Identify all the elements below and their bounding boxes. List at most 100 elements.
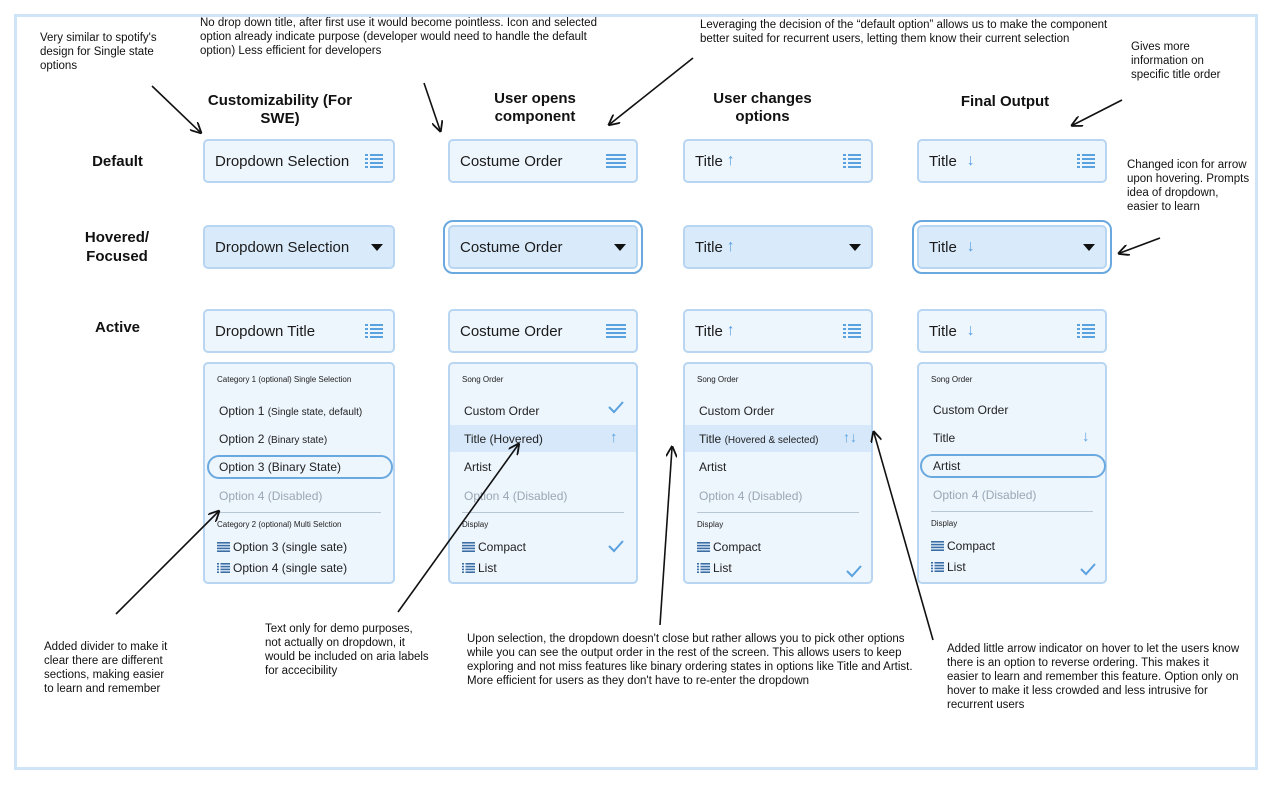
menu-option-disabled: Option 4 (Disabled)	[464, 489, 568, 503]
option-label: List	[713, 561, 732, 575]
menu-option-disabled: Option 4 (Disabled)	[699, 489, 803, 503]
annotation-more-info: Gives more information on specific title…	[1131, 41, 1221, 81]
row-header-default: Default	[92, 153, 143, 170]
list-lines-icon	[843, 324, 861, 338]
arrow-demo-text	[397, 445, 518, 613]
column-header-customizability: Customizability (For SWE)	[207, 92, 353, 127]
menu-option-hovered-selected[interactable]: Title (Hovered & selected)	[699, 432, 819, 446]
arrow-spotify	[151, 85, 200, 132]
annotation-little-arrow: Added little arrow indicator on hover to…	[947, 643, 1240, 711]
menu-option[interactable]: List	[462, 561, 497, 575]
compact-lines-icon	[217, 542, 230, 552]
check-icon	[1080, 563, 1096, 576]
menu-option[interactable]: Option 1 (Single state, default)	[219, 404, 362, 418]
arrow-selection	[659, 448, 672, 626]
menu-option-focused[interactable]: Option 3 (Binary State)	[219, 460, 342, 474]
option-note: (Binary state)	[267, 435, 328, 446]
menu-option-selected[interactable]: Custom Order	[464, 404, 540, 418]
dropdown-label: Title	[695, 322, 723, 340]
dropdown-label: Title	[929, 152, 957, 170]
check-icon	[608, 540, 624, 553]
option-label: Compact	[478, 540, 527, 554]
arrow-down-icon: ↓	[966, 238, 975, 255]
arrow-up-icon: ↑	[610, 429, 618, 446]
caret-down-icon	[1083, 243, 1095, 251]
check-icon	[846, 565, 862, 578]
menu-divider	[462, 512, 624, 513]
menu-option[interactable]: Option 3 (single sate)	[217, 540, 347, 554]
menu-option[interactable]: Custom Order	[699, 404, 775, 418]
category-label: Display	[931, 519, 958, 528]
arrow-up-icon: ↑	[726, 238, 735, 255]
option-label: Option 2	[219, 432, 265, 446]
menu-option[interactable]: Option 2 (Binary state)	[219, 432, 327, 446]
menu-divider	[217, 512, 381, 513]
dropdown-active-user-changes[interactable]: Title ↑	[683, 309, 873, 353]
dropdown-hovered-user-changes[interactable]: Title ↑	[683, 225, 873, 269]
menu-option[interactable]: Artist	[464, 460, 492, 474]
compact-lines-icon	[697, 542, 710, 552]
dropdown-default-final-output[interactable]: Title ↓	[917, 139, 1107, 183]
menu-lines-icon	[606, 154, 626, 168]
arrow-down-icon: ↓	[966, 152, 975, 169]
dropdown-default-user-changes[interactable]: Title ↑	[683, 139, 873, 183]
hovered-row	[450, 425, 636, 452]
list-lines-icon	[931, 562, 944, 572]
dropdown-active-final-output[interactable]: Title ↓	[917, 309, 1107, 353]
category-label: Display	[697, 520, 724, 529]
compact-lines-icon	[462, 542, 475, 552]
reverse-order-arrows-icon[interactable]: ↑↓	[843, 429, 857, 445]
arrow-divider	[115, 512, 218, 615]
dropdown-menu-user-changes: Song Order Custom Order Title (Hovered &…	[683, 362, 873, 584]
menu-option[interactable]: Compact	[697, 540, 761, 554]
menu-option[interactable]: Option 4 (single sate)	[217, 561, 347, 575]
dropdown-default-user-opens[interactable]: Costume Order	[448, 139, 638, 183]
category-label: Song Order	[697, 375, 739, 384]
menu-option-focused[interactable]: Artist	[933, 459, 961, 473]
arrow-up-icon: ↑	[726, 322, 735, 339]
caret-down-icon	[371, 243, 383, 251]
option-label: Compact	[947, 539, 996, 553]
dropdown-label: Costume Order	[460, 322, 563, 340]
menu-option[interactable]: Custom Order	[933, 403, 1009, 417]
list-lines-icon	[365, 154, 383, 168]
list-lines-icon	[217, 563, 230, 573]
dropdown-label: Dropdown Selection	[215, 152, 350, 170]
option-note: (Hovered & selected)	[724, 435, 819, 446]
dropdown-focused-user-opens[interactable]: Costume Order	[443, 220, 643, 274]
list-lines-icon	[1077, 324, 1095, 338]
menu-option-selected[interactable]: List	[931, 560, 966, 574]
dropdown-active-user-opens[interactable]: Costume Order	[448, 309, 638, 353]
arrow-changed-icon	[1120, 237, 1161, 253]
menu-option[interactable]: Compact	[931, 539, 995, 553]
dropdown-menu-user-opens: Song Order Custom Order Title (Hovered) …	[448, 362, 638, 584]
dropdown-label: Costume Order	[460, 152, 563, 170]
dropdown-default-customizability[interactable]: Dropdown Selection	[203, 139, 395, 183]
menu-option[interactable]: Artist	[699, 460, 727, 474]
menu-lines-icon	[606, 324, 626, 338]
hovered-row	[685, 425, 871, 452]
focused-option-outline	[920, 454, 1106, 478]
annotation-spotify: Very similar to spotify's design for Sin…	[40, 32, 157, 72]
column-header-user-changes: User changes options	[713, 90, 812, 125]
menu-option-selected[interactable]: Title	[933, 431, 956, 445]
annotation-selection: Upon selection, the dropdown doesn't clo…	[467, 633, 913, 687]
dropdown-label: Dropdown Title	[215, 322, 316, 340]
option-label: Option 3 (single sate)	[233, 540, 348, 554]
menu-option-selected[interactable]: Compact	[462, 540, 526, 554]
category-label: Song Order	[931, 375, 973, 384]
dropdown-hovered-customizability[interactable]: Dropdown Selection	[203, 225, 395, 269]
menu-option-hovered[interactable]: Title (Hovered)	[464, 432, 543, 446]
dropdown-label: Dropdown Selection	[215, 238, 350, 256]
menu-divider	[931, 511, 1093, 512]
category-label: Category 2 (optional) Multi Selction	[217, 520, 342, 529]
dropdown-label: Title	[929, 238, 957, 256]
focused-option-outline	[207, 455, 393, 479]
option-label: Option 1	[219, 404, 265, 418]
list-lines-icon	[365, 324, 383, 338]
menu-option-selected[interactable]: List	[697, 561, 732, 575]
dropdown-active-customizability[interactable]: Dropdown Title	[203, 309, 395, 353]
dropdown-focused-final-output[interactable]: Title ↓	[912, 220, 1112, 274]
option-label: Option 4 (single sate)	[233, 561, 348, 575]
annotation-leveraging: Leveraging the decision of the “default …	[700, 19, 1108, 45]
